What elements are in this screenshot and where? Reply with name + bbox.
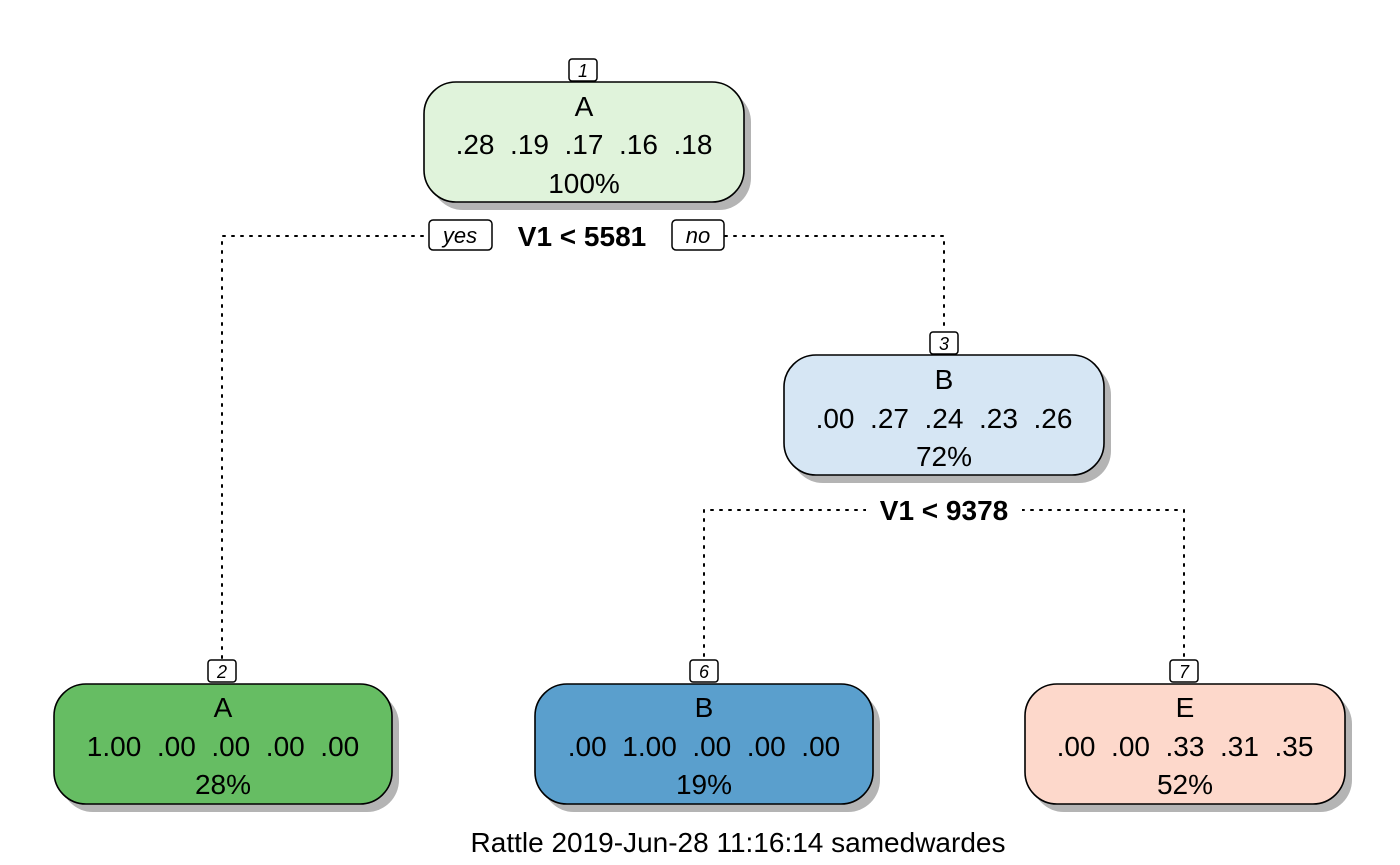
node-class-label: A (214, 692, 233, 723)
split-condition-label: V1 < 5581 (518, 221, 646, 252)
node-id: 3 (939, 334, 949, 354)
node-box (1024, 683, 1346, 805)
node-class-probabilities: 1.00 .00 .00 .00 .00 (87, 731, 359, 762)
edge-node1-to-node3 (724, 235, 945, 331)
node-box (423, 81, 745, 203)
node-class-probabilities: .28 .19 .17 .16 .18 (456, 129, 713, 160)
node-class-probabilities: .00 1.00 .00 .00 .00 (568, 731, 840, 762)
edge-node3-to-node7 (1021, 509, 1185, 659)
node-id: 6 (699, 662, 710, 682)
tree-node-3: B .00 .27 .24 .23 .26 72% 3 (783, 331, 1111, 483)
node-id: 1 (578, 61, 588, 81)
node-id-box (689, 659, 719, 683)
node-percent: 19% (676, 769, 732, 800)
tree-node-6: B .00 1.00 .00 .00 .00 19% 6 (534, 659, 880, 812)
no-label: no (686, 223, 710, 248)
node-percent: 52% (1157, 769, 1213, 800)
node-id: 2 (216, 662, 227, 682)
split-label-background (505, 214, 659, 256)
no-label-box (671, 219, 725, 251)
node-id-box (1169, 659, 1199, 683)
node-class-label: B (935, 364, 954, 395)
tree-node-7: E .00 .00 .33 .31 .35 52% 7 (1024, 659, 1352, 812)
node-class-label: A (575, 91, 594, 122)
node-id-box (568, 58, 598, 82)
node-percent: 72% (916, 441, 972, 472)
tree-node-1: A .28 .19 .17 .16 .18 100% 1 (423, 58, 751, 210)
node-id-box (207, 659, 237, 683)
node-class-probabilities: .00 .27 .24 .23 .26 (816, 403, 1073, 434)
node-class-label: B (695, 692, 714, 723)
footer-caption: Rattle 2019-Jun-28 11:16:14 samedwardes (471, 827, 1006, 858)
node-box (783, 354, 1105, 476)
node-id: 7 (1179, 662, 1190, 682)
edge-node3-to-node6 (703, 509, 867, 659)
yes-label-box (428, 219, 493, 251)
yes-label: yes (441, 223, 477, 248)
node-percent: 28% (195, 769, 251, 800)
node-box (53, 683, 393, 805)
split-label-background (866, 488, 1022, 530)
tree-edges (221, 235, 1185, 659)
split-node-3: V1 < 9378 (866, 488, 1022, 530)
split-condition-label: V1 < 9378 (880, 495, 1008, 526)
node-id-box (929, 331, 959, 355)
node-box (534, 683, 874, 805)
split-node-1: V1 < 5581 yes no (428, 214, 725, 256)
edge-node1-to-node2 (221, 235, 433, 659)
node-percent: 100% (548, 168, 620, 199)
node-class-label: E (1176, 692, 1195, 723)
tree-node-2: A 1.00 .00 .00 .00 .00 28% 2 (53, 659, 399, 812)
node-class-probabilities: .00 .00 .33 .31 .35 (1057, 731, 1314, 762)
